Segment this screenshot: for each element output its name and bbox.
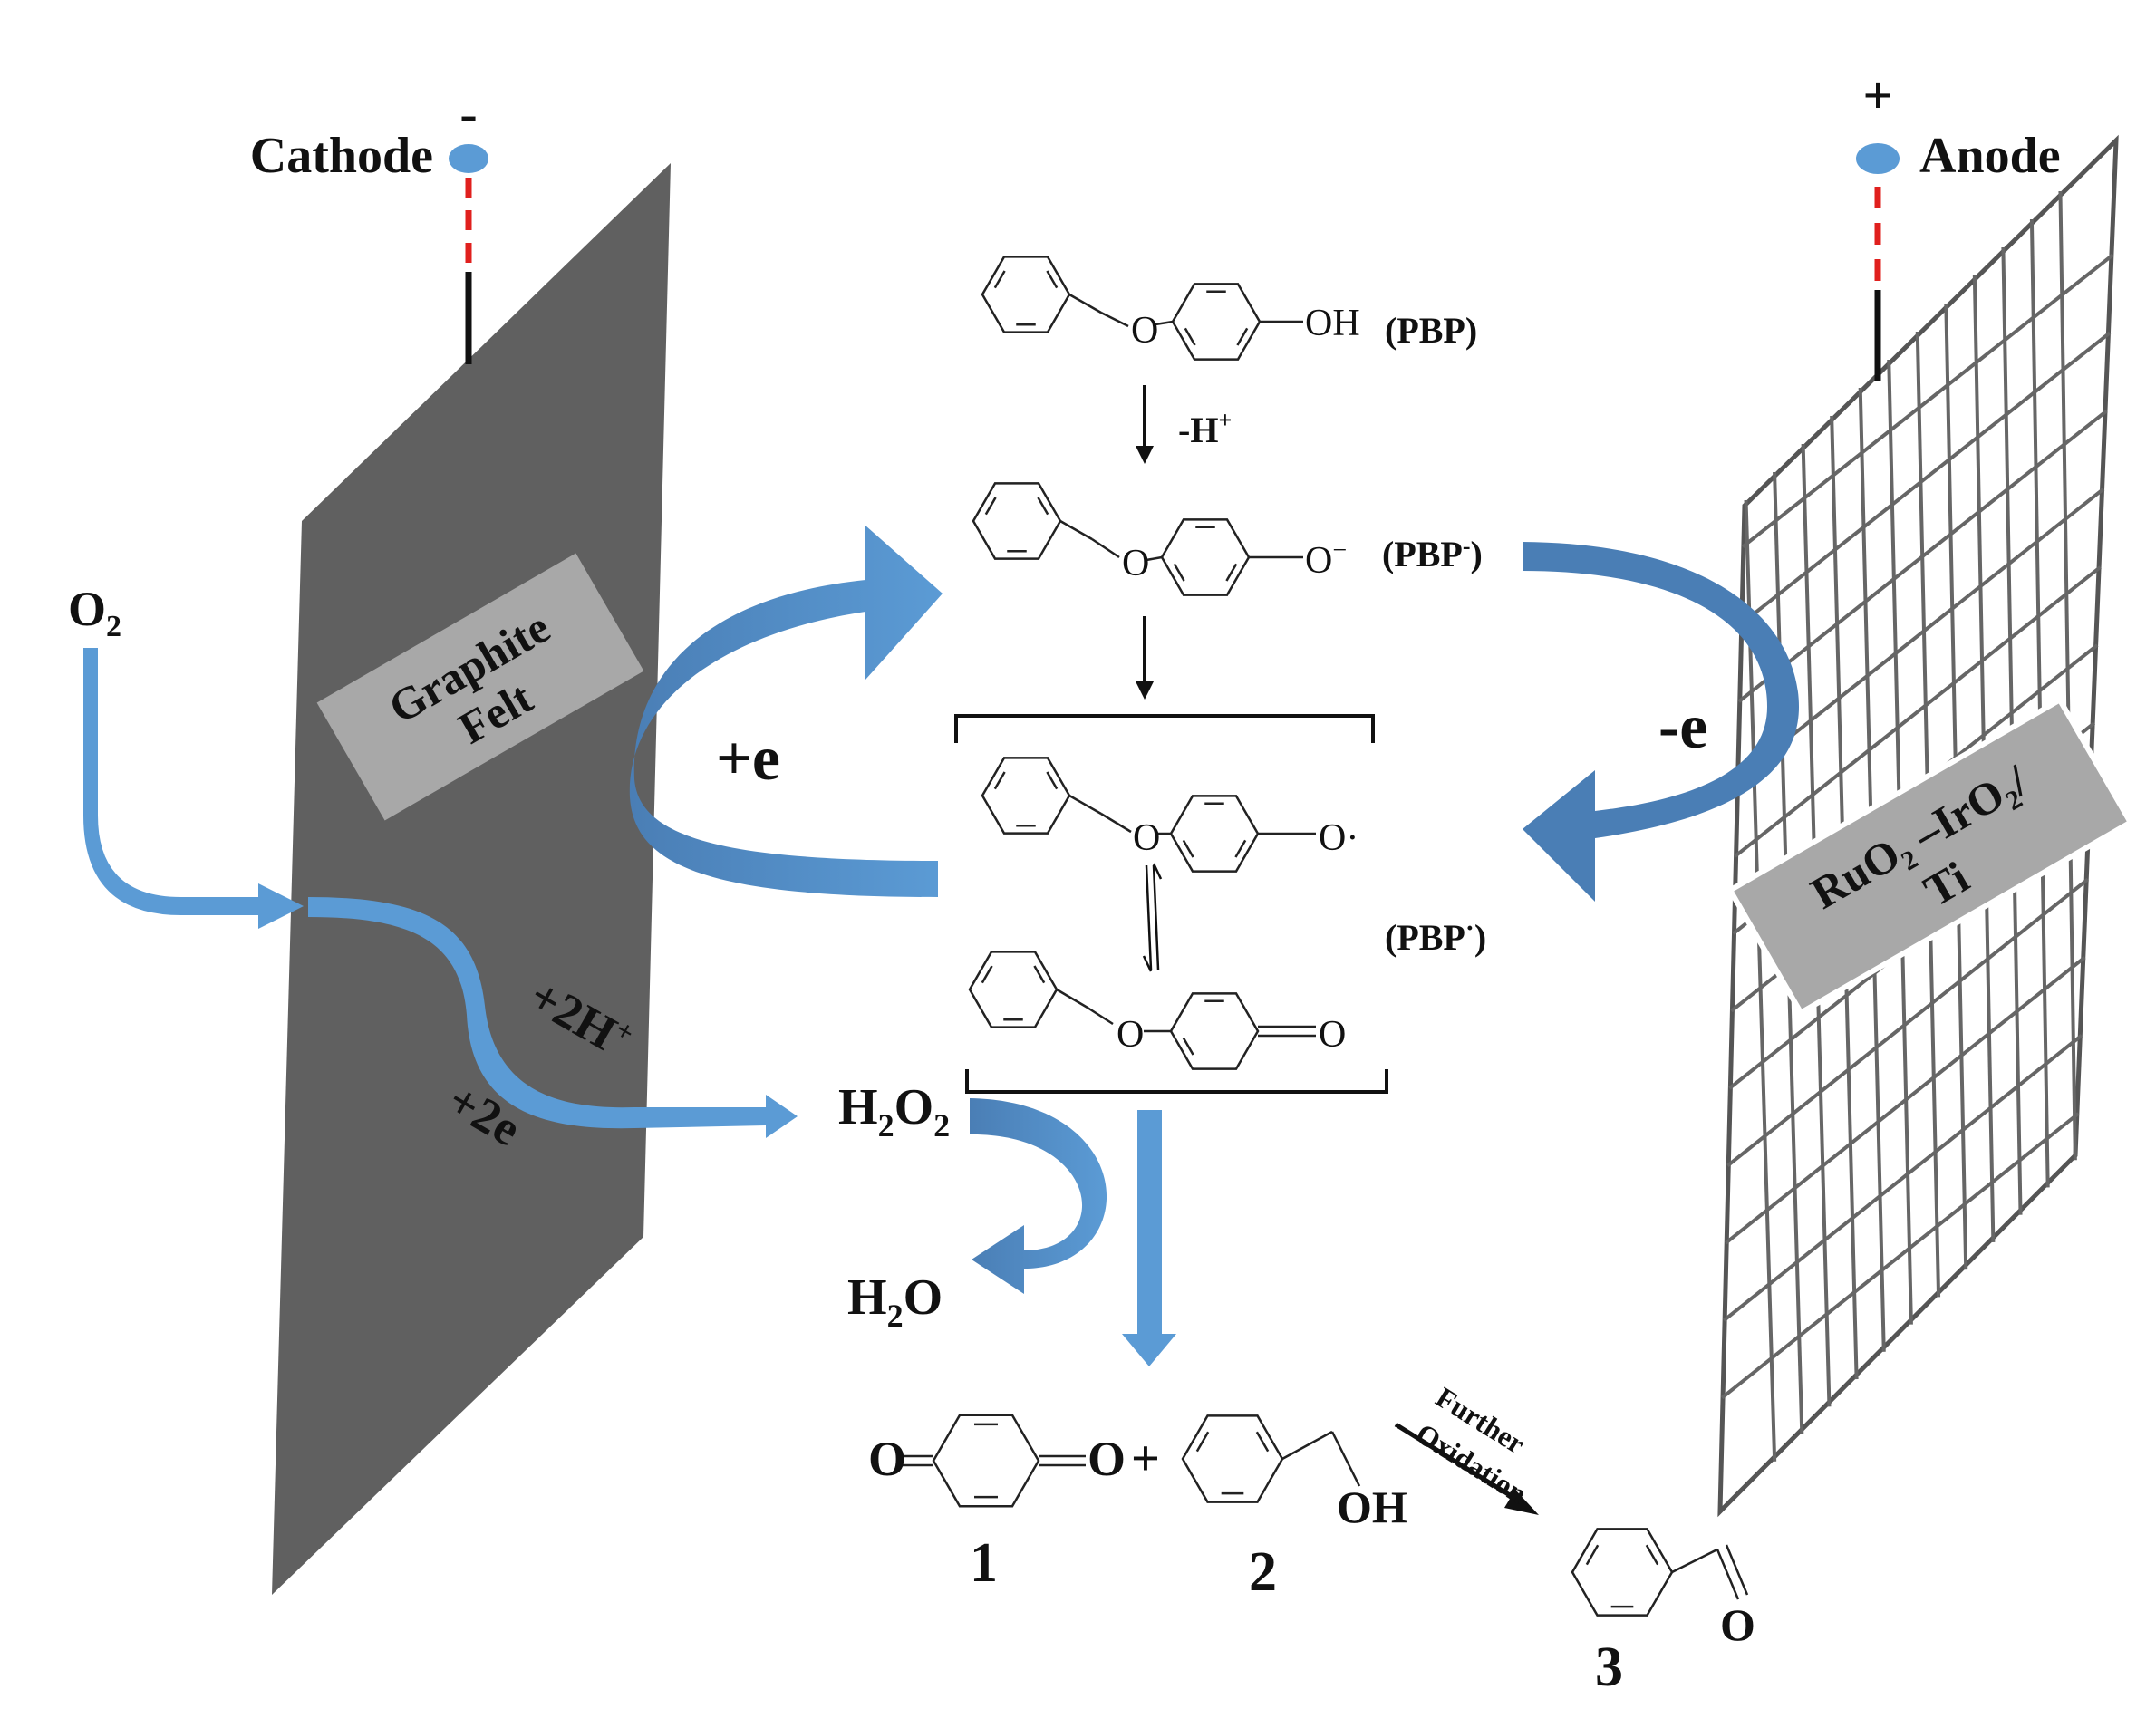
pbp-benzyl-ring [981, 256, 1071, 333]
cathode-electrode: - Cathode Graphite Felt [250, 84, 671, 1595]
mesh-wire [2029, 218, 2050, 1188]
pbp-keto-benzyl-ring [968, 951, 1059, 1028]
mesh-wire [2058, 190, 2077, 1161]
product-1-left-o: O [868, 1432, 906, 1486]
graphite-felt-plate [272, 163, 671, 1595]
electron-loss-label: -e [1658, 692, 1707, 762]
pbp-anion-o: O− [1305, 536, 1347, 582]
reduction-wave-arrow [308, 897, 798, 1138]
product-3-number: 3 [1595, 1636, 1623, 1698]
benzaldehyde-ring [1571, 1528, 1674, 1617]
deprotonation-step: -H+ [1136, 385, 1232, 464]
mesh-wire [1741, 253, 2114, 548]
cathode-label: Cathode [250, 128, 433, 184]
pbp-phenol-ring [1171, 283, 1262, 361]
pbp-keto-o-bond [1087, 1006, 1114, 1026]
pbp-oh: OH [1305, 303, 1360, 344]
cathode-polarity: - [459, 84, 477, 143]
mesh-wire [1720, 1112, 2080, 1400]
pbp-keto-ring [1169, 992, 1260, 1070]
pbp-ether-o: O [1131, 310, 1158, 352]
bracket-top [954, 714, 1375, 743]
pbp-radical-molecule: O O· O O (PBP·) [1117, 817, 1486, 1056]
cleavage-arrow [1122, 1110, 1176, 1366]
mesh-wire [1744, 499, 1777, 1462]
benzyl-alcohol-ch2 [1281, 1430, 1333, 1461]
products: O O + 1 OH 2 Further Oxidation O 3 [868, 1380, 1755, 1698]
pbp-anion-benzyl-ring [972, 482, 1062, 560]
pbp-keto-ch2-bond [1056, 988, 1088, 1009]
pbp-o-ring-bond [1155, 320, 1174, 326]
pbp-anion-phenol-ring [1160, 518, 1251, 596]
pbp-anion-molecule: O O− (PBP-) [1122, 533, 1483, 584]
pbp-radical-ch2-bond [1068, 794, 1102, 816]
pbp-abbr: (PBP) [1385, 310, 1477, 351]
pbp-radical-o-bond [1100, 812, 1132, 834]
product-1-right-o: O [1088, 1432, 1126, 1486]
pbp-ch2-bond [1068, 293, 1102, 314]
anode-electrode: + Anode RuO₂ –IrO₂/ Ti [1717, 66, 2134, 1518]
anode-material-box [1726, 696, 2134, 1017]
benzaldehyde-co [1716, 1549, 1740, 1600]
electron-transfer-arrows: +e -e [629, 526, 1799, 902]
anode-terminal [1856, 143, 1900, 174]
pbp-radical-ether-o2: O [1117, 1014, 1144, 1056]
h2o2-label: H2O2 [838, 1079, 950, 1144]
product-2-number: 2 [1249, 1541, 1277, 1603]
h2o2-decay-arrow [970, 1098, 1107, 1294]
pbp-radical-abbr: (PBP·) [1385, 913, 1486, 958]
oxidation-step-arrowhead [1136, 681, 1154, 700]
product-plus: + [1131, 1431, 1160, 1487]
pbp-anion-ch2-bond [1059, 519, 1093, 541]
water-label: H2O [847, 1269, 943, 1334]
resonance-arrow-down [1145, 864, 1153, 970]
benzyl-alcohol-ring [1181, 1414, 1284, 1503]
oxygen-label: O2 [68, 582, 121, 643]
pbp-anion-abbr: (PBP-) [1382, 533, 1483, 574]
benzoquinone-ring [932, 1414, 1040, 1508]
anode-label: Anode [1919, 128, 2061, 184]
oxidation-step [1136, 616, 1154, 700]
product-1-number: 1 [970, 1532, 998, 1594]
product-2-oh: OH [1337, 1482, 1407, 1532]
resonance-arrow-up [1152, 864, 1160, 970]
anode-polarity: + [1862, 66, 1892, 125]
pbp-radical-o: O· [1319, 817, 1358, 859]
deprotonation-label: -H+ [1178, 407, 1232, 450]
deprotonation-arrowhead [1136, 446, 1154, 464]
benzyl-alcohol-oh-bond [1330, 1431, 1361, 1487]
mesh-wire [1739, 331, 2112, 626]
product-3-o: O [1720, 1599, 1755, 1650]
graphite-felt-box [316, 553, 644, 821]
pbp-anion-o-ring-bond [1146, 555, 1163, 562]
resonance-arrowhead-up [1152, 863, 1163, 880]
benzaldehyde-co2 [1725, 1544, 1749, 1596]
pbp-molecule: O OH (PBP) [1131, 303, 1477, 352]
bracket-bottom [965, 1069, 1388, 1094]
pbp-anion-o-bond [1091, 537, 1120, 559]
radical-bracket [954, 714, 1388, 1094]
pbp-radical-phenoxyl-ring [1169, 795, 1260, 873]
pbp-anion-ether-o: O [1122, 543, 1149, 584]
cathode-terminal [449, 144, 488, 173]
mesh-wire [1724, 955, 2086, 1245]
further-oxidation-arrowhead [1504, 1490, 1539, 1515]
molecule-structures [902, 256, 1749, 1617]
resonance-arrowhead-down [1142, 955, 1153, 972]
electron-gain-arrow [629, 526, 943, 897]
mesh-wire [1726, 877, 2090, 1168]
anode-material-label: RuO₂ –IrO₂/ Ti [1726, 696, 2134, 1017]
oxygen-inflow-arrow [83, 648, 304, 929]
pbp-radical-ether-o: O [1133, 817, 1160, 859]
further-oxidation-arrow [1394, 1422, 1526, 1507]
mesh-wire [1722, 1034, 2083, 1322]
electron-loss-arrow [1523, 542, 1799, 902]
electron-gain-label: +e [716, 724, 780, 794]
pbp-radical-benzyl-ring [981, 757, 1071, 835]
mesh-wire [1735, 488, 2105, 781]
benzaldehyde-cho [1671, 1548, 1718, 1574]
pbp-o-bond [1100, 311, 1129, 328]
pbp-radical-keto-o: O [1319, 1014, 1346, 1056]
